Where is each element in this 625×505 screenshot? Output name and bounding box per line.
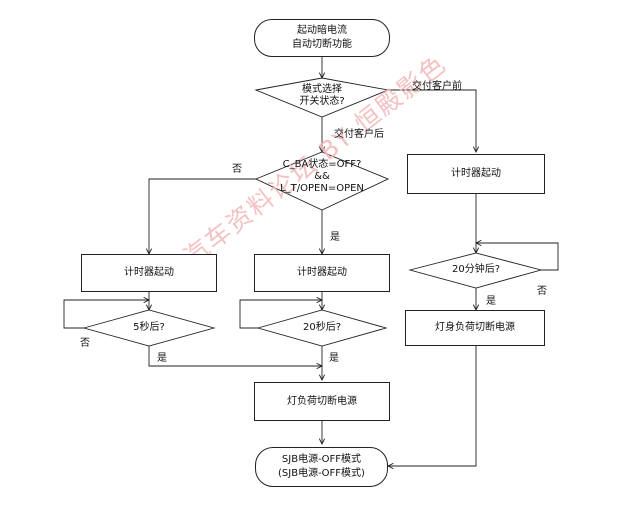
cut-right-box: 灯身负荷切断电源 bbox=[405, 310, 545, 346]
end-line-2: (SJB电源-OFF模式) bbox=[278, 468, 365, 479]
20min-diamond bbox=[408, 252, 543, 289]
edge-5s-merge bbox=[148, 346, 322, 366]
cut-mid-box: 灯负荷切断电源 bbox=[254, 382, 390, 421]
cond-line-3: L_T/OPEN=OPEN bbox=[280, 183, 364, 194]
edge-rightcut-end bbox=[388, 345, 477, 466]
start-terminal: 起动暗电流 自动切断功能 bbox=[254, 19, 390, 57]
label-no-20min: 否 bbox=[537, 286, 547, 297]
start-line-2: 自动切断功能 bbox=[292, 39, 352, 50]
mode-question: 模式选择 开关状态? bbox=[282, 84, 362, 108]
label-yes-20min: 是 bbox=[486, 296, 496, 307]
5s-diamond bbox=[82, 309, 216, 347]
end-line-1: SJB电源-OFF模式 bbox=[281, 454, 362, 465]
mode-line-2: 开关状态? bbox=[299, 96, 345, 107]
label-yes-mid: 是 bbox=[330, 232, 340, 243]
q20min-text: 20分钟后? bbox=[451, 264, 501, 275]
q20-mid-text: 20秒后? bbox=[302, 322, 342, 333]
cond-question: C_BA状态=OFF? && L_T/OPEN=OPEN bbox=[262, 159, 382, 195]
label-after-delivery: 交付客户后 bbox=[334, 129, 384, 140]
edge-20s-loop bbox=[239, 300, 322, 329]
cond-diamond bbox=[254, 151, 390, 211]
edge-5s-loop bbox=[63, 300, 149, 329]
timer-left-box: 计时器起动 bbox=[81, 254, 217, 292]
label-no-5s: 否 bbox=[80, 338, 90, 349]
start-line-1: 起动暗电流 bbox=[297, 25, 347, 36]
mode-diamond bbox=[254, 77, 390, 118]
timer-mid-box: 计时器起动 bbox=[254, 254, 390, 292]
edge-mode-right bbox=[388, 89, 476, 152]
label-yes-5s: 是 bbox=[157, 353, 167, 364]
q5-text: 5秒后? bbox=[133, 322, 165, 333]
edge-cond-left bbox=[149, 178, 256, 254]
cond-line-1: C_BA状态=OFF? bbox=[282, 159, 362, 170]
20s-diamond bbox=[256, 309, 388, 347]
edge-20min-loop bbox=[476, 243, 559, 271]
label-yes-20s: 是 bbox=[329, 353, 339, 364]
label-before-delivery: 交付客户前 bbox=[412, 81, 462, 92]
cond-line-2: && bbox=[314, 171, 330, 182]
timer-right-box: 计时器起动 bbox=[407, 154, 545, 194]
mode-line-1: 模式选择 bbox=[302, 84, 342, 95]
end-terminal: SJB电源-OFF模式 (SJB电源-OFF模式) bbox=[255, 447, 388, 487]
label-no-left: 否 bbox=[232, 164, 242, 175]
